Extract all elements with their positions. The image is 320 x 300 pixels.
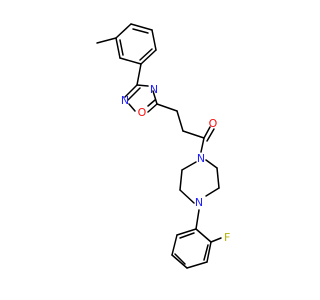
bond-n-fluorophenyl: [195, 209, 200, 230]
molecule-structure: N N O O N N F: [96, 23, 230, 269]
piperazine-ring-bonds: [179, 159, 220, 204]
atom-n-piperazine-top: N: [197, 152, 205, 165]
fluorophenyl-ring-bonds: [171, 228, 212, 269]
atom-n-ring-top: N: [150, 83, 158, 96]
molecule-canvas: N N O O N N F: [96, 23, 231, 269]
bonds: [96, 23, 222, 269]
atom-o-ring: O: [138, 106, 147, 119]
bond-c-f: [210, 237, 222, 243]
atom-labels: N N O O N N F: [121, 83, 230, 244]
atom-fluorine: F: [224, 231, 230, 244]
oxadiazole-ring-bonds: [124, 84, 158, 113]
tolyl-ring-bonds: [115, 23, 157, 65]
atom-o-carbonyl: O: [209, 117, 218, 130]
atom-n-ring-left: N: [121, 94, 129, 107]
chain-bonds: [156, 103, 215, 153]
atom-n-piperazine-bottom: N: [195, 196, 203, 209]
bond-methyl: [96, 37, 117, 44]
bond-tolyl-oxadiazole: [136, 63, 142, 86]
